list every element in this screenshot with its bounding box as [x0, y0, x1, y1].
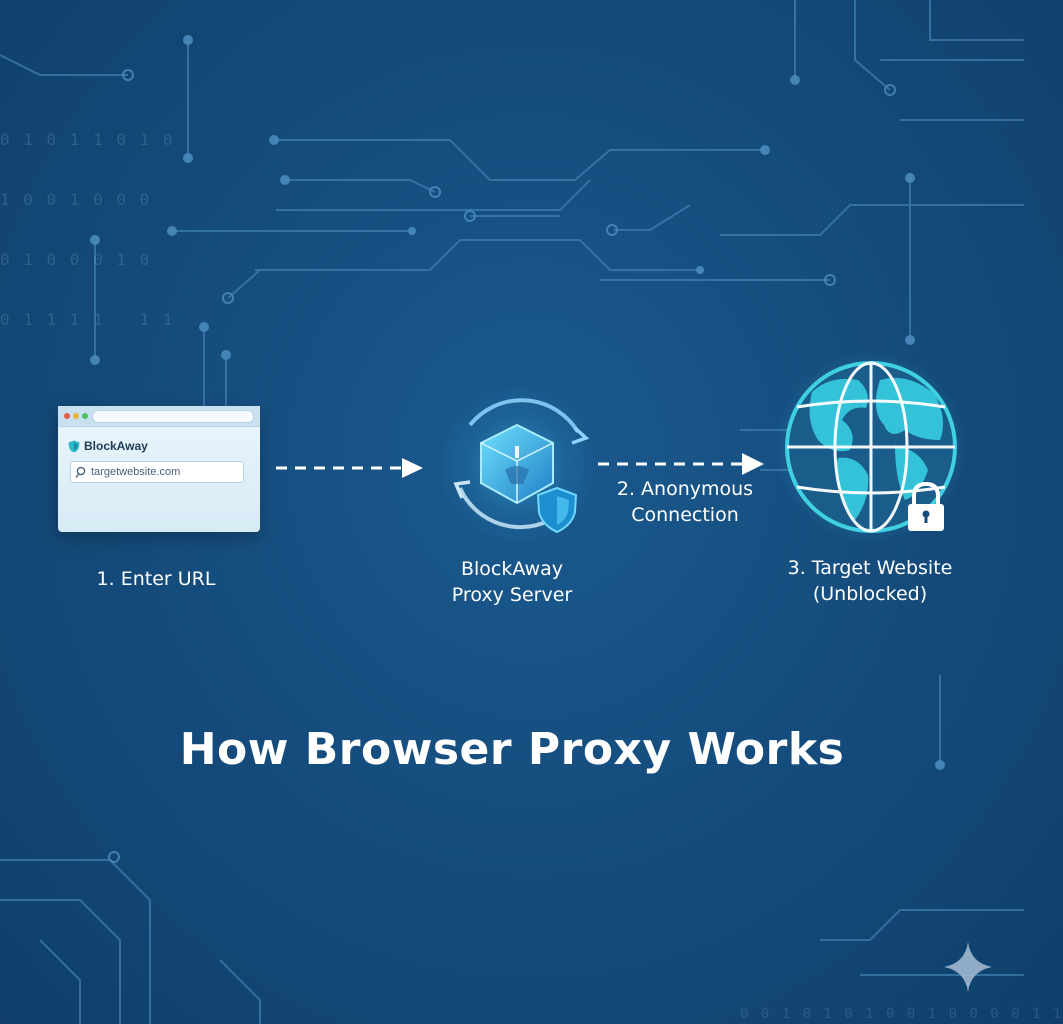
arrow-to-proxy — [276, 458, 423, 478]
brand-logo: BlockAway — [68, 439, 148, 453]
step2-label-line1: 2. Anonymous — [616, 478, 754, 500]
shield-icon — [68, 440, 80, 452]
proxy-label-line1: BlockAway — [460, 558, 564, 580]
step3-label: 3. Target Website (Unblocked) — [760, 555, 980, 607]
maximize-dot-icon — [82, 413, 88, 419]
address-bar — [92, 410, 254, 423]
proxy-server-icon — [437, 385, 597, 545]
browser-window: BlockAway targetwebsite.com — [58, 406, 260, 532]
arrow-to-website — [598, 453, 764, 475]
shield-icon — [536, 486, 578, 534]
url-value: targetwebsite.com — [91, 466, 181, 478]
cube-icon — [480, 423, 554, 505]
sparkle-icon — [944, 942, 992, 992]
lock-icon — [908, 481, 944, 531]
close-dot-icon — [64, 413, 70, 419]
proxy-label-line2: Proxy Server — [451, 584, 573, 606]
binary-row: 1 0 0 1 0 0 0 — [0, 190, 152, 209]
page-title: How Browser Proxy Works — [179, 724, 845, 775]
flow-graphics — [276, 351, 992, 992]
binary-decoration-bottom: 0 0 1 0 1 0 1 0 0 1 0 0 0 0 1 1 — [740, 1006, 1063, 1022]
globe-icon — [775, 351, 967, 543]
binary-row: 0 1 1 1 1 1 1 — [0, 310, 175, 329]
step2-label: 2. Anonymous Connection — [590, 476, 780, 528]
brand-name: BlockAway — [84, 439, 148, 453]
minimize-dot-icon — [73, 413, 79, 419]
proxy-label: BlockAway Proxy Server — [412, 556, 612, 608]
step2-label-line2: Connection — [631, 504, 739, 526]
url-input[interactable]: targetwebsite.com — [70, 461, 244, 483]
binary-row: 0 1 0 0 0 1 0 — [0, 250, 152, 269]
step3-label-line2: (Unblocked) — [812, 583, 928, 605]
search-icon — [75, 466, 86, 478]
browser-title-bar — [58, 406, 260, 427]
binary-decoration: 0 1 0 1 1 0 1 0 1 0 0 1 0 0 0 0 1 0 0 0 … — [0, 90, 175, 350]
step1-label: 1. Enter URL — [96, 568, 216, 590]
binary-row: 0 1 0 1 1 0 1 0 — [0, 130, 175, 149]
step3-label-line1: 3. Target Website — [787, 557, 953, 579]
